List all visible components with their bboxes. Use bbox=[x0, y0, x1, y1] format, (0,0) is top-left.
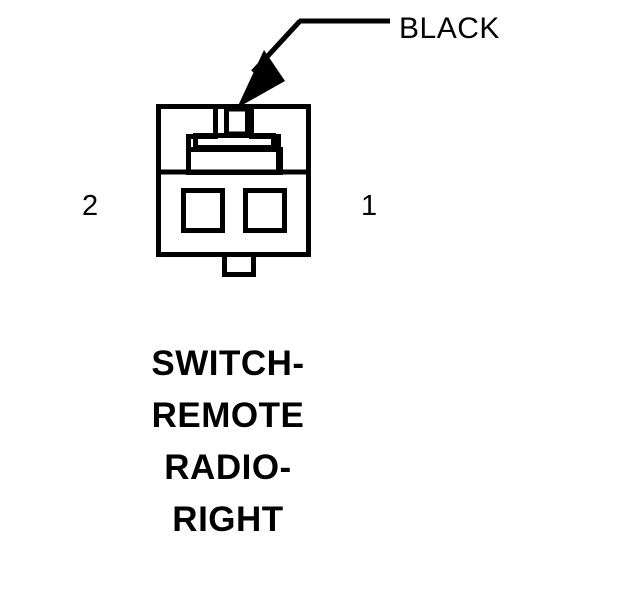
shroud-inner-step-left bbox=[186, 109, 218, 172]
terminal-tab bbox=[224, 106, 250, 137]
cavity-2 bbox=[181, 188, 225, 233]
pin-number-1: 1 bbox=[361, 190, 378, 222]
cavity-1 bbox=[243, 188, 287, 233]
pin-number-2: 2 bbox=[82, 190, 99, 222]
component-caption: SWITCH- REMOTE RADIO- RIGHT bbox=[48, 338, 408, 546]
caption-line-4: RIGHT bbox=[172, 500, 284, 539]
caption-line-1: SWITCH- bbox=[151, 344, 305, 383]
latch-body bbox=[186, 147, 283, 175]
leader-arrowhead-icon bbox=[237, 50, 285, 108]
latch-shelf bbox=[193, 133, 276, 150]
caption-line-2: REMOTE bbox=[151, 396, 305, 435]
bottom-keying-nub bbox=[222, 255, 256, 277]
caption-line-3: RADIO- bbox=[164, 448, 292, 487]
wire-color-label: BLACK bbox=[399, 12, 500, 45]
